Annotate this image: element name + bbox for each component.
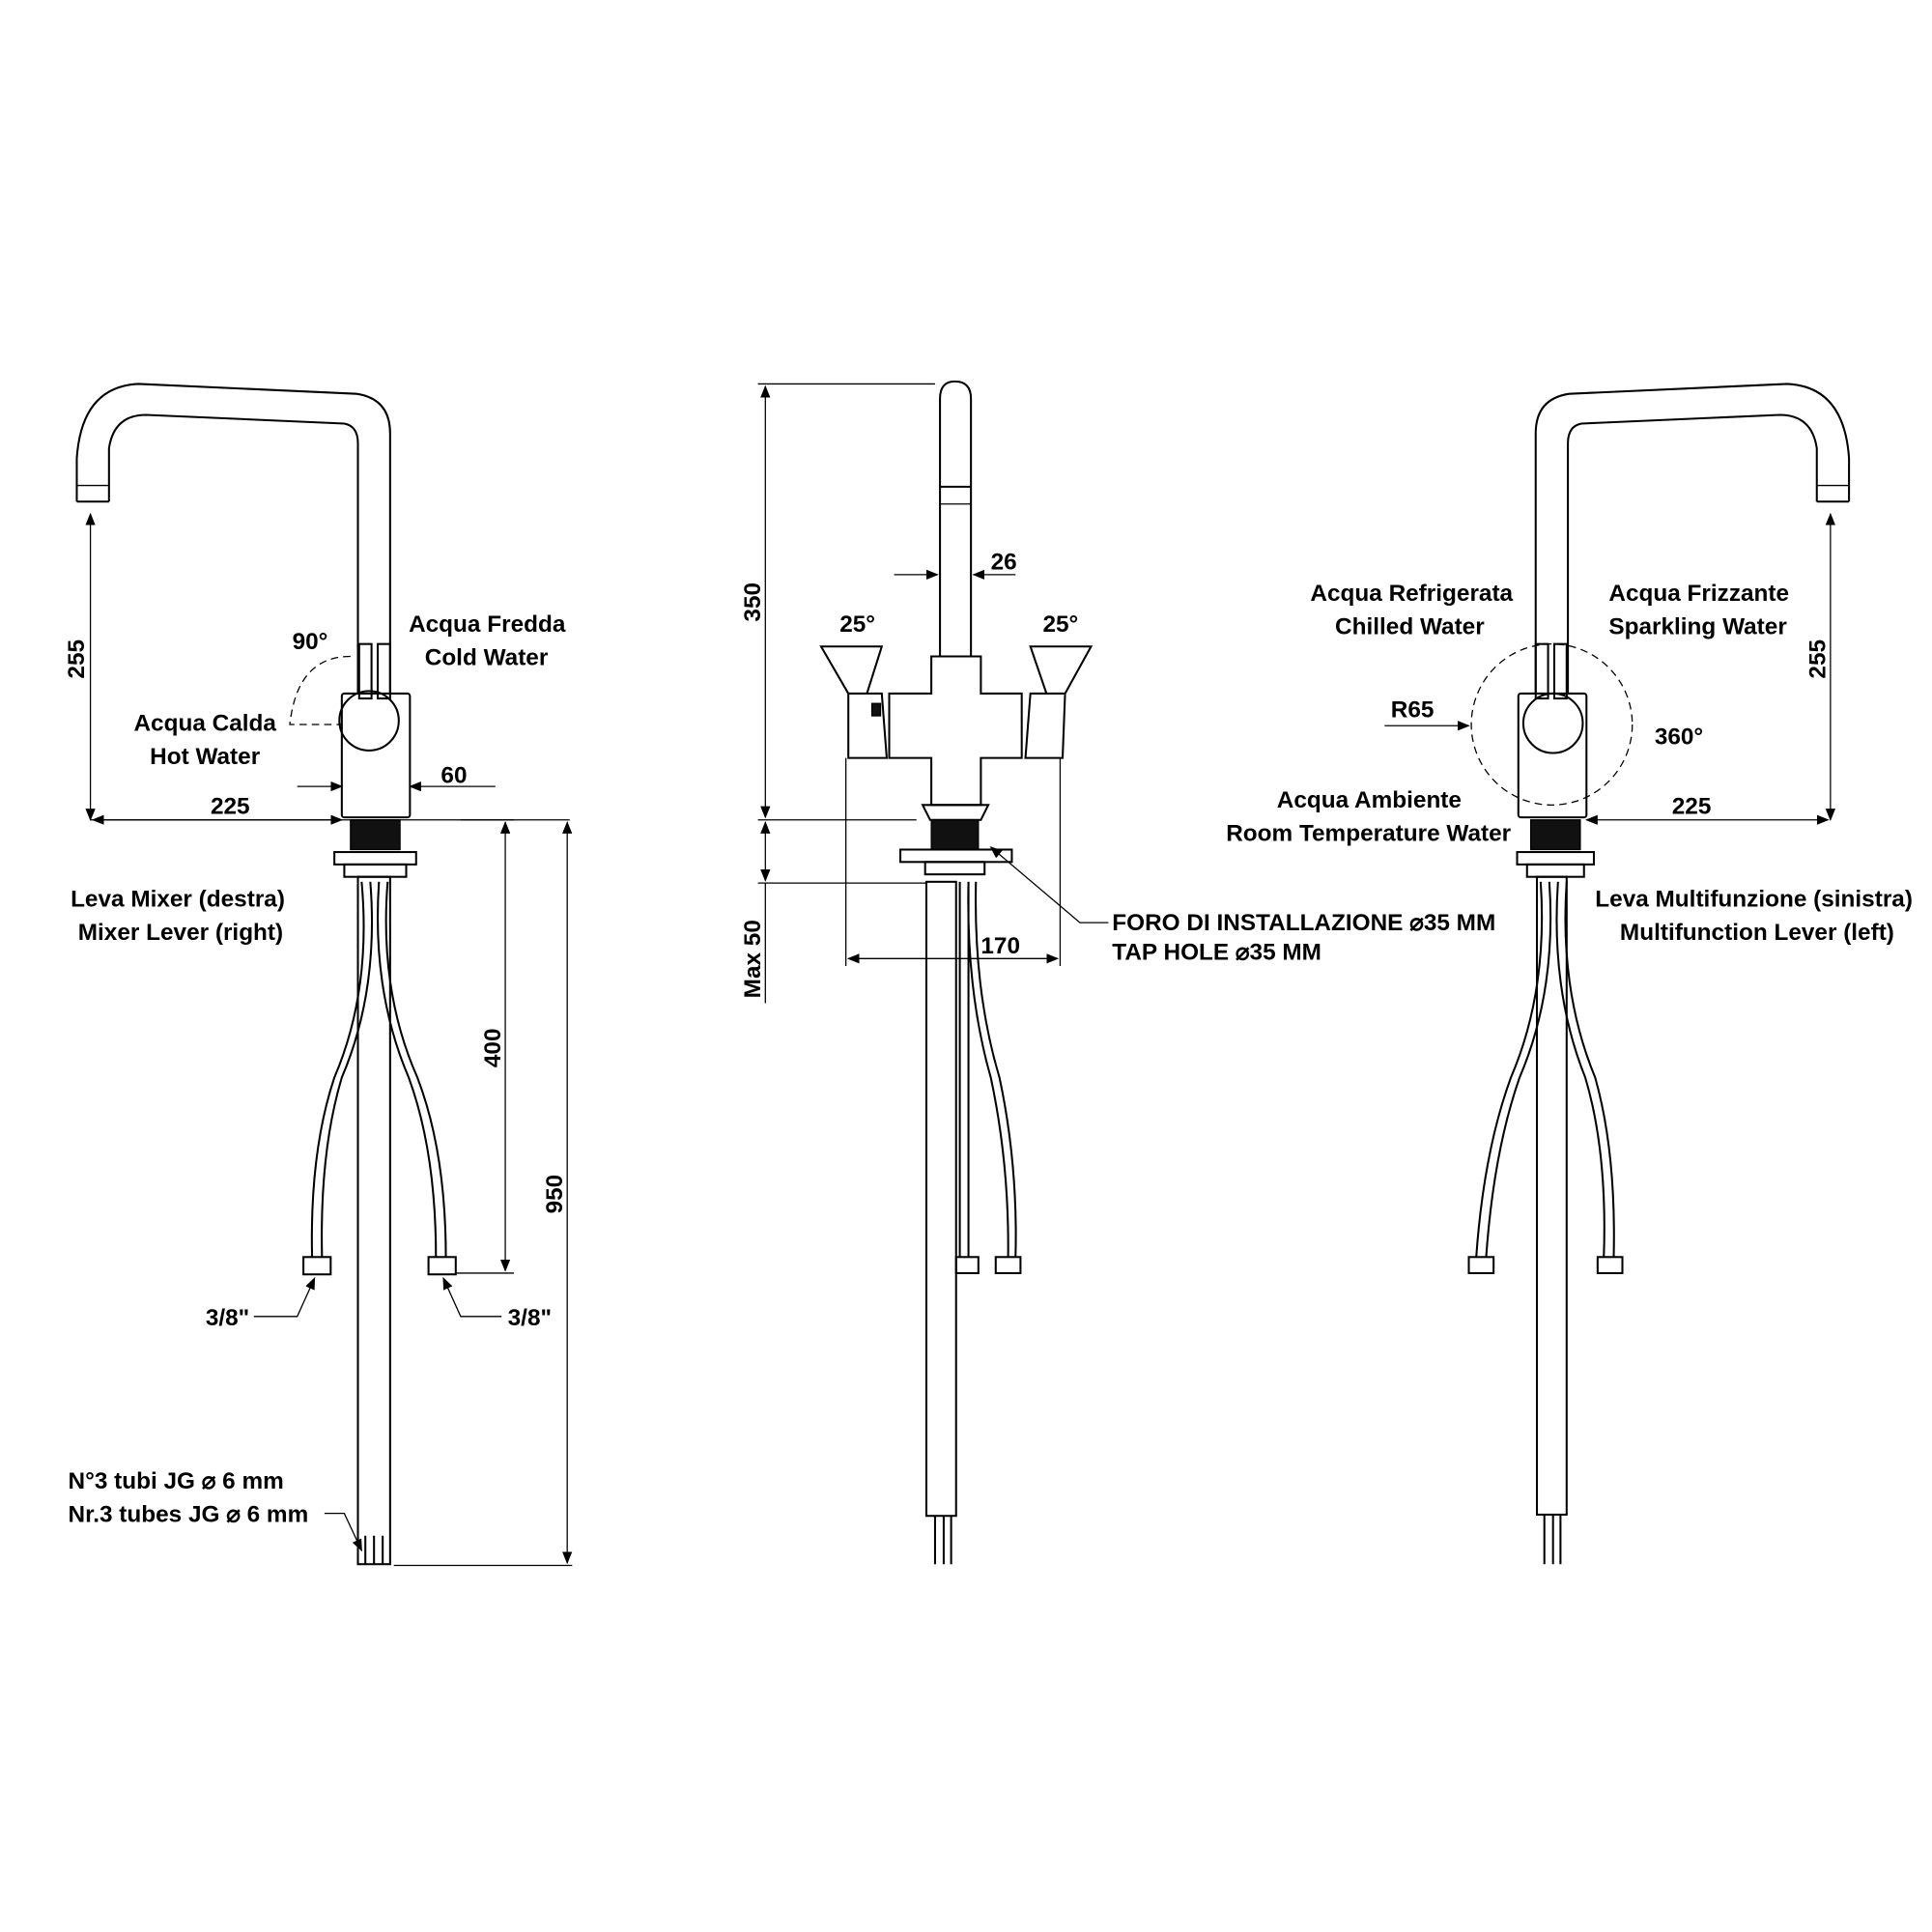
cold-water-it: Acqua Fredda — [409, 611, 566, 638]
hot-water-en: Hot Water — [150, 744, 261, 770]
tap-hole-label-en: TAP HOLE ⌀35 MM — [1112, 940, 1321, 966]
center-tubes-sheath — [924, 880, 957, 1518]
sparkling-water-it: Acqua Frizzante — [1608, 581, 1789, 607]
cold-water-en: Cold Water — [425, 644, 549, 670]
tubes-label-en: Nr.3 tubes JG ⌀ 6 mm — [69, 1502, 309, 1528]
center-dim-width: 170 — [980, 933, 1020, 959]
left-dim-hose: 400 — [480, 1029, 506, 1068]
center-lever-right — [1024, 645, 1094, 759]
right-dim-reach: 225 — [1672, 793, 1712, 819]
left-dim-height: 255 — [64, 639, 90, 679]
center-angle-right: 25° — [1042, 611, 1078, 638]
center-dim-max: Max 50 — [740, 920, 766, 998]
left-dim-reach: 225 — [211, 793, 250, 819]
center-dim-spout-diameter: 26 — [991, 550, 1017, 576]
center-body — [888, 655, 1023, 807]
front-view: 350 Max 50 26 25° 25° 170 FORO DI INSTAL… — [740, 380, 1495, 1565]
mixer-lever-it: Leva Mixer (destra) — [71, 886, 285, 912]
rotation-label: 360° — [1655, 724, 1703, 751]
center-dim-height: 350 — [740, 582, 766, 622]
right-side-view: Acqua Refrigerata Chilled Water Acqua Fr… — [1226, 383, 1913, 1565]
hot-water-it: Acqua Calda — [133, 710, 276, 736]
left-dim-diameter: 60 — [440, 762, 467, 788]
right-spout-outer — [1534, 383, 1851, 694]
fitting-right-label: 3/8" — [508, 1305, 552, 1331]
left-fitting-left — [302, 1256, 332, 1276]
chilled-water-en: Chilled Water — [1335, 613, 1485, 639]
tap-hole-label-it: FORO DI INSTALLAZIONE ⌀35 MM — [1112, 910, 1495, 936]
left-thread — [350, 819, 401, 851]
left-angle: 90° — [293, 629, 328, 655]
rotation-circle — [1470, 643, 1634, 806]
multifunction-lever-it: Leva Multifunzione (sinistra) — [1595, 886, 1913, 912]
left-spout-outer — [75, 383, 391, 694]
left-hose-right — [377, 881, 447, 1258]
chilled-water-it: Acqua Refrigerata — [1310, 581, 1513, 607]
radius-label: R65 — [1391, 696, 1435, 723]
ambient-water-it: Acqua Ambiente — [1277, 787, 1462, 813]
left-lever-hub — [338, 690, 400, 752]
left-spout-inner — [107, 413, 359, 694]
ambient-water-en: Room Temperature Water — [1226, 821, 1511, 847]
left-hose-left — [310, 881, 374, 1258]
fitting-left-label: 3/8" — [206, 1305, 249, 1331]
tubes-label-it: N°3 tubi JG ⌀ 6 mm — [69, 1468, 284, 1494]
left-dim-total: 950 — [542, 1175, 568, 1214]
left-tubes-sheath — [356, 875, 391, 1566]
center-lever-left — [819, 645, 889, 759]
sparkling-water-en: Sparkling Water — [1608, 613, 1787, 639]
right-spout-inner — [1567, 413, 1818, 694]
left-body — [340, 692, 412, 819]
center-spout — [939, 380, 973, 657]
left-side-view: 255 225 60 90° Acqua Fredda Cold Water A… — [64, 383, 573, 1567]
left-fitting-right — [427, 1256, 457, 1276]
center-angle-left: 25° — [839, 611, 875, 638]
multifunction-lever-en: Multifunction Lever (left) — [1620, 920, 1894, 946]
right-dim-height: 255 — [1805, 639, 1832, 679]
mixer-lever-en: Mixer Lever (right) — [78, 920, 283, 946]
